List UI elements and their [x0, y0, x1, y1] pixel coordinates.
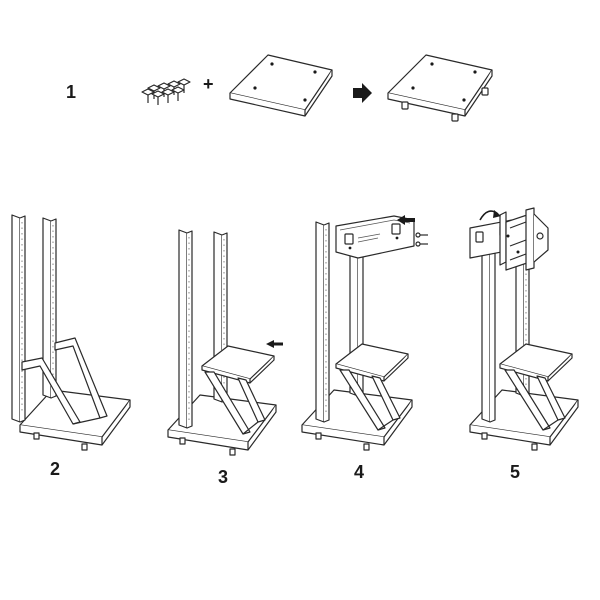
step-4-number: 4	[354, 462, 365, 482]
step-4-stand	[301, 215, 428, 451]
step-3-number: 3	[218, 467, 229, 487]
plus-sign: +	[203, 74, 214, 94]
step-1-plate-with-casters	[387, 54, 493, 122]
step-2-number: 2	[50, 459, 61, 479]
arrow-right-icon	[353, 83, 372, 103]
step-1-plate	[229, 54, 333, 117]
step-2-stand	[11, 214, 131, 451]
step-5-stand	[469, 207, 579, 451]
step-5-number: 5	[510, 462, 521, 482]
curved-arrow-head	[493, 210, 501, 218]
step-3-stand	[167, 229, 277, 456]
step-1-screws	[141, 78, 191, 105]
arrow-left-icon	[266, 340, 283, 348]
step-1-number: 1	[66, 82, 77, 102]
arrow-left-icon	[397, 215, 415, 225]
